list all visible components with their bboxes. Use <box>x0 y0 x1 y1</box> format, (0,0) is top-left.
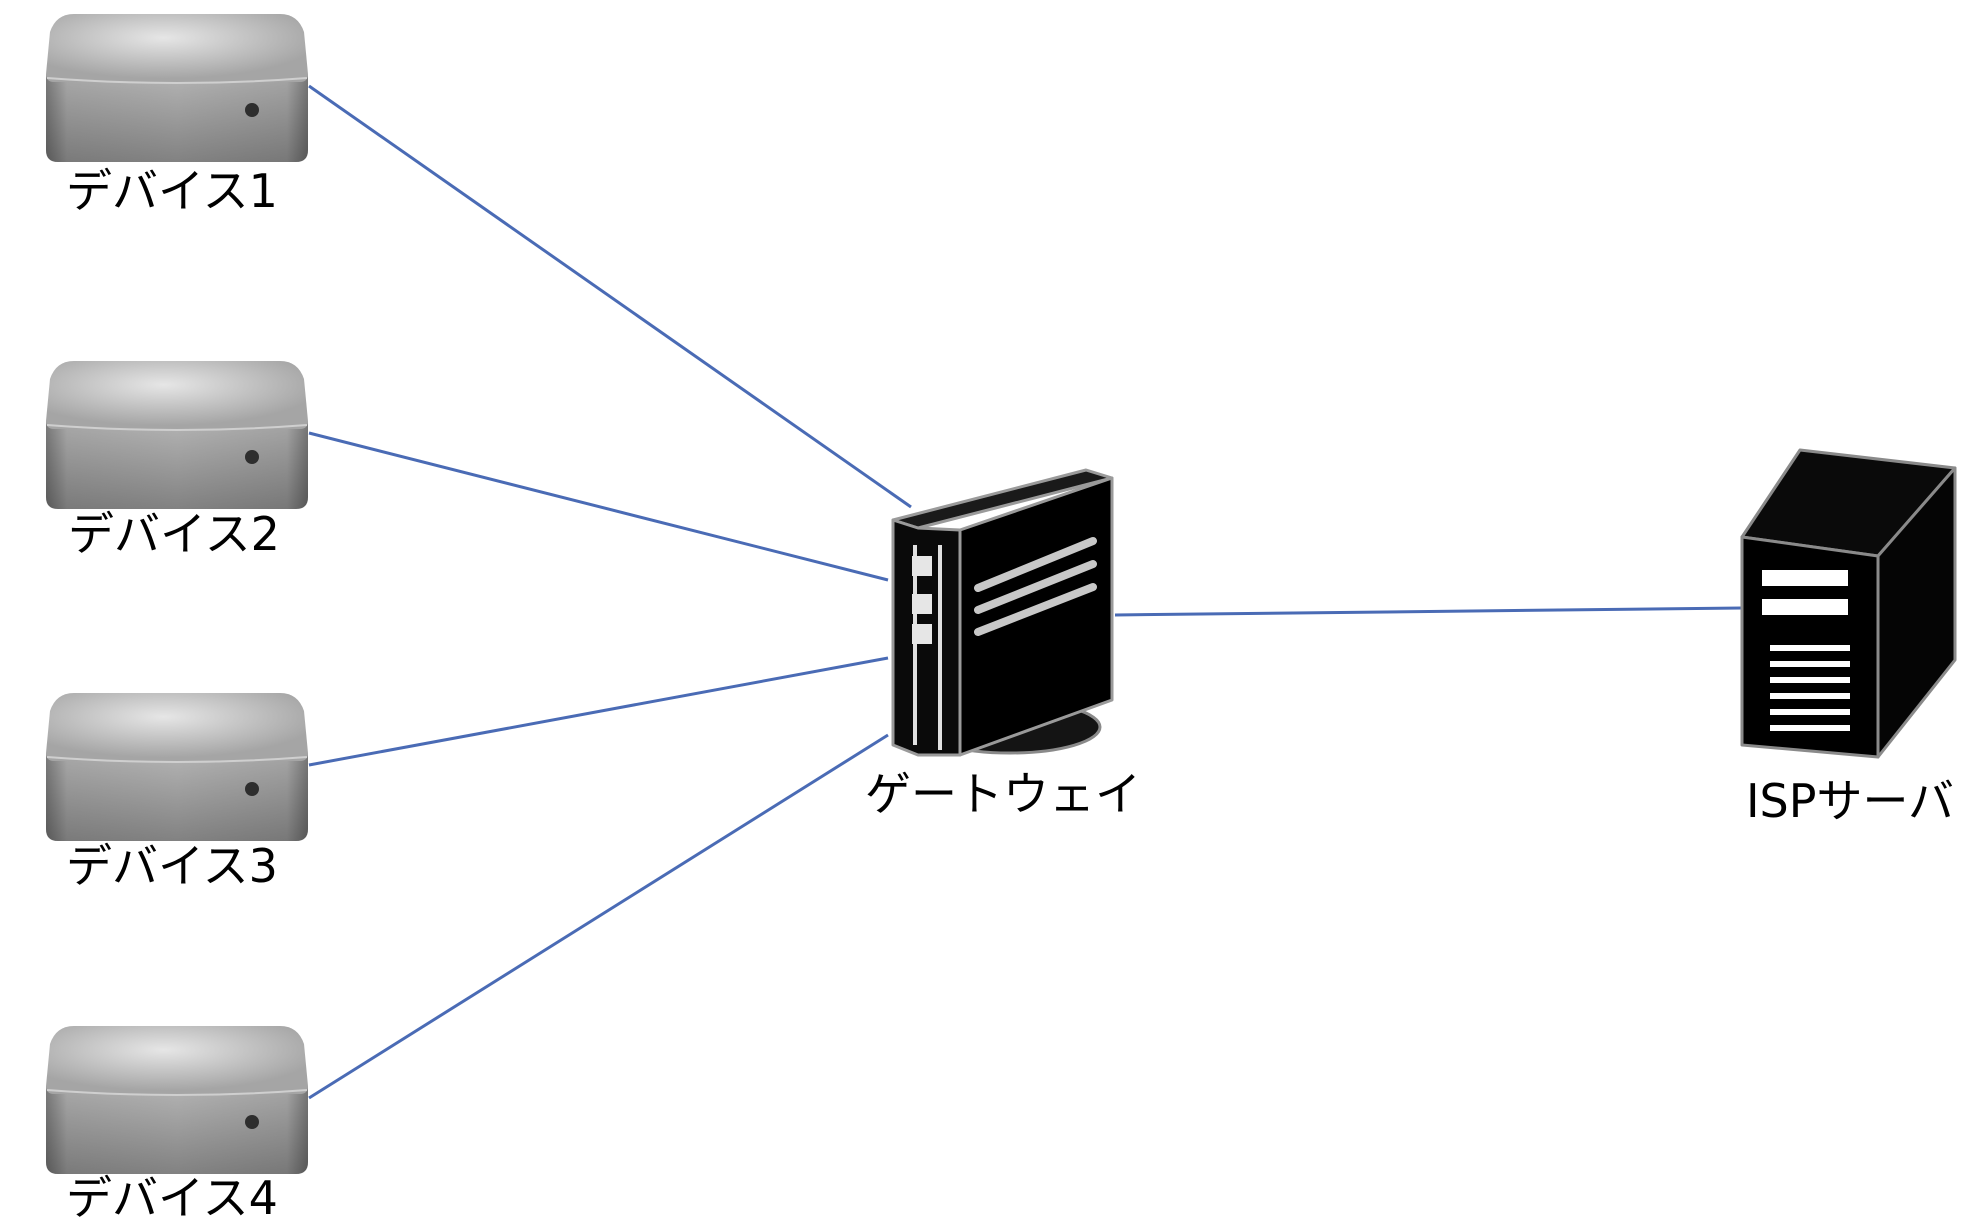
isp-server-label: ISPサーバ <box>1746 774 1954 828</box>
device-node-1[interactable]: デバイス1 <box>45 13 309 218</box>
device-node-2[interactable]: デバイス2 <box>45 360 309 561</box>
link-device4-gateway <box>308 733 889 1100</box>
mini-computer-icon <box>45 1025 309 1175</box>
link-gateway-isp <box>1114 606 1743 617</box>
server-tower-icon <box>1740 448 1957 759</box>
device-label: デバイス1 <box>66 164 278 218</box>
link-device1-gateway <box>308 84 912 509</box>
isp-server-node[interactable]: ISPサーバ <box>1740 448 1957 828</box>
device-node-4[interactable]: デバイス4 <box>45 1025 309 1225</box>
link-device3-gateway <box>308 656 889 767</box>
device-node-3[interactable]: デバイス3 <box>45 692 309 893</box>
gateway-tower-icon <box>891 468 1114 757</box>
gateway-node[interactable]: ゲートウェイ <box>865 468 1141 821</box>
device-label: デバイス4 <box>66 1171 278 1225</box>
device-label: デバイス3 <box>66 839 278 893</box>
connections <box>308 84 1743 1100</box>
mini-computer-icon <box>45 692 309 842</box>
link-device2-gateway <box>308 431 889 582</box>
mini-computer-icon <box>45 360 309 510</box>
device-label: デバイス2 <box>68 507 280 561</box>
mini-computer-icon <box>45 13 309 163</box>
gateway-label: ゲートウェイ <box>865 767 1141 821</box>
